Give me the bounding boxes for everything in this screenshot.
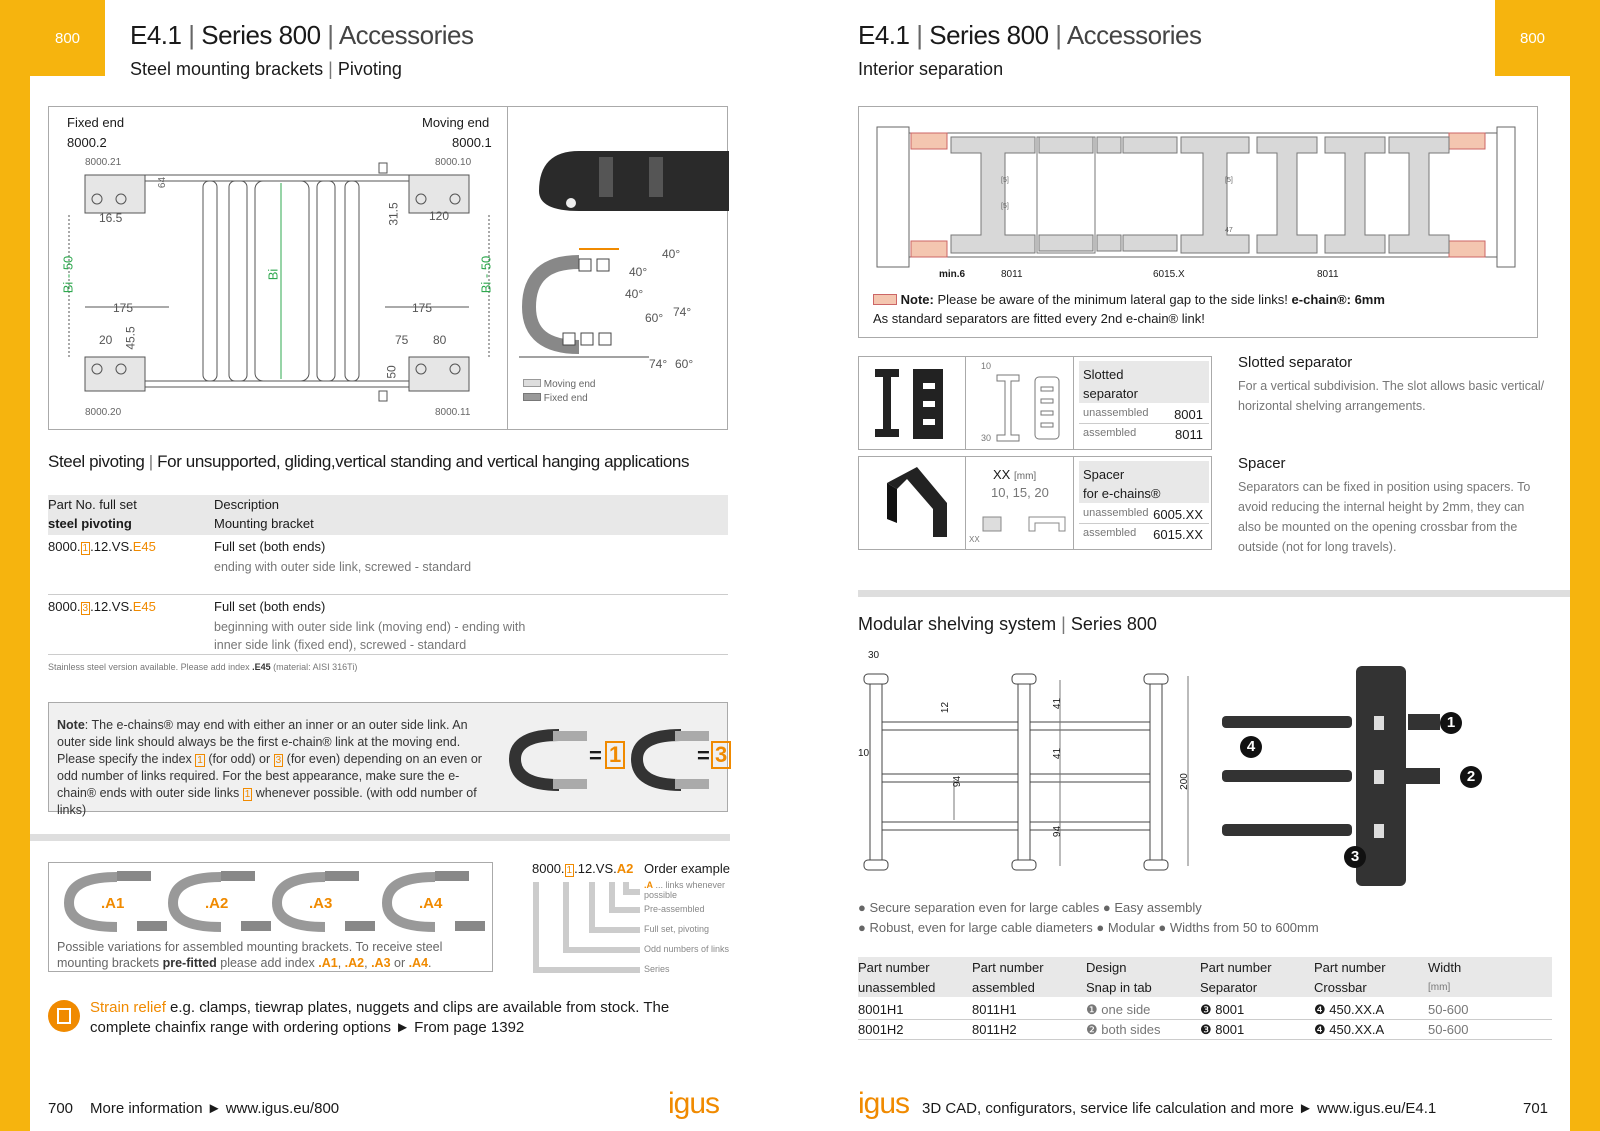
stainless-note: Stainless steel version available. Pleas… [48,662,358,672]
table-cell: 50-600 [1428,1022,1469,1037]
gap-note: Note: Please be aware of the minimum lat… [873,292,1385,307]
modular-photo [1222,666,1440,886]
table-cell: ❷ both sides [1086,1022,1161,1037]
slotted-photo [875,369,943,439]
table-cell: ❹ 450.XX.A [1314,1002,1385,1017]
chain-diagram [519,248,649,358]
left-page: 800 E4.1 | Series 800 | Accessories Stee… [30,0,800,1131]
order-brackets [533,882,640,973]
variant-a2: .A2 [205,895,229,912]
min-gap-label: min.6 [939,269,966,280]
section-tab: 800 [30,0,105,76]
feature-list-1: ● Secure separation even for large cable… [858,900,1202,915]
spacer-desc: Separators can be fixed in position usin… [1238,480,1531,554]
slotted-title: Slotted separator [1238,354,1353,371]
spacer-photo [887,467,947,537]
order-legend-3: Full set, pivoting [644,924,710,934]
table-row: 8001H2 8011H2 ❷ both sides ❸ 8001 ❹ 450.XX.A… [858,1020,1552,1040]
table-cell: 8001H2 [858,1022,904,1037]
chain-odd-icon [509,729,587,791]
page-subtitle: Interior separation [858,59,1004,79]
cad-link[interactable]: 3D CAD, configurators, service life calc… [922,1100,1437,1117]
page-title: E4.1 | Series 800 | Accessories [130,20,474,50]
chain-photo [539,151,729,211]
callout-1: 1 [1440,712,1462,734]
page-title: E4.1 | Series 800 | Accessories [858,20,1202,50]
strain-relief-text: Strain relief e.g. clamps, tiewrap plate… [90,999,670,1036]
table-cell: ❹ 450.XX.A [1314,1022,1385,1037]
callout-3: 3 [1344,846,1366,868]
bracket-svg [68,162,490,402]
spacer-sizes: 10, 15, 20 [991,485,1049,500]
chainfix-icon [48,1000,80,1032]
table-row: 8000.3.12.VS.E45 [48,599,156,615]
order-example-title: Order example [644,861,730,876]
order-legend-2: Pre-assembled [644,904,705,914]
order-legend-1: .A ... links whenever possible [644,880,726,900]
order-example-code: 8000.1.12.VS.A2 [532,861,634,877]
table-cell: 8011H1 [972,1002,1017,1017]
chain-even-icon [631,729,709,791]
table-row: 8000.1.12.VS.E45 [48,539,156,555]
table-row-desc: Full set (both ends)ending with outer si… [214,539,472,574]
spacer-xx: XX [mm] [993,467,1037,482]
modular-heading: Modular shelving system | Series 800 [858,614,1157,634]
igus-logo: igus [858,1087,910,1120]
table-cell: ❶ one side [1086,1002,1151,1017]
bracket-drawing: Fixed end 8000.2 Moving end 8000.1 8000.… [48,106,729,430]
separation-svg [876,126,1516,268]
slotted-drawing [996,374,1060,442]
table-row: 8001H1 8011H1 ❶ one side ❸ 8001 ❹ 450.XX.A 50… [858,1000,1552,1020]
variant-a1: .A1 [101,895,125,912]
table-cell: ❸ 8001 [1200,1002,1245,1017]
igus-logo: igus [668,1087,720,1120]
table-row-desc: Full set (both ends)beginning with outer… [214,599,526,652]
table-cell: 8011H2 [972,1022,1017,1037]
variant-a3: .A3 [309,895,333,912]
spacer-title: Spacer [1238,455,1286,472]
more-info-link[interactable]: More information ► www.igus.eu/800 [90,1100,340,1117]
table-cell: ❸ 8001 [1200,1022,1245,1037]
standard-note: As standard separators are fitted every … [873,311,1205,326]
spacer-drawing [982,516,1066,532]
page-number: 700 [48,1100,74,1117]
separation-drawing: [5] [5] [5] 47 min.6 8011 6015.X 8011 No… [858,106,1538,338]
note-box: Note: The e-chains® may end with either … [48,702,732,817]
order-legend-4: Odd numbers of links [644,944,730,954]
table-cell: 50-600 [1428,1002,1469,1017]
callout-2: 2 [1460,766,1482,788]
modular-drawing [863,673,1189,871]
section-heading: Steel pivoting | For unsupported, glidin… [48,452,690,471]
right-page: 800 E4.1 | Series 800 | Accessories Inte… [800,0,1570,1131]
page-subtitle: Steel mounting brackets | Pivoting [130,59,402,79]
page-number: 701 [1523,1100,1549,1117]
feature-list-2: ● Robust, even for large cable diameters… [858,920,1319,935]
callout-4: 4 [1240,736,1262,758]
variants-box: .A1 .A2 .A3 .A4 Possible variations for … [48,862,493,972]
variant-chains [63,871,485,932]
slotted-desc: For a vertical subdivision. The slot all… [1238,379,1545,413]
table-cell: 8001H1 [858,1002,904,1017]
order-legend-5: Series [644,964,670,974]
variant-a4: .A4 [419,895,443,912]
table-header-cell: Width[mm] [1428,960,1462,993]
section-tab: 800 [1495,0,1570,76]
